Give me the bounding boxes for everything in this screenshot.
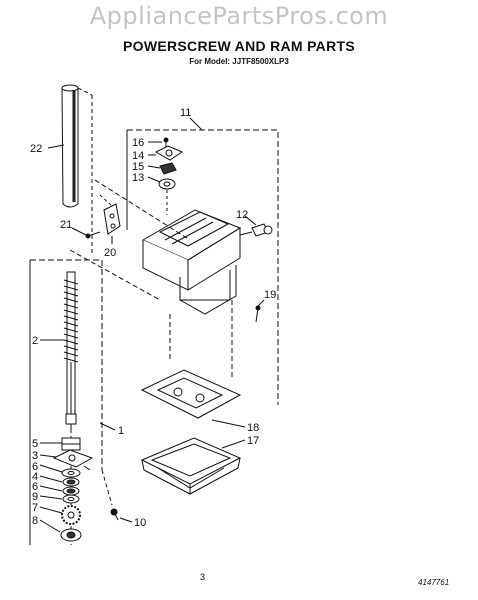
part-9-washer [62, 494, 80, 504]
callout-10: 10 [134, 517, 146, 529]
callout-6a: 6 [32, 461, 38, 473]
callout-2: 2 [32, 335, 38, 347]
page-title: POWERSCREW AND RAM PARTS [123, 38, 355, 54]
part-15-nut [159, 162, 177, 175]
callout-13: 13 [132, 172, 144, 184]
callout-18: 18 [247, 422, 259, 434]
callout-6b: 6 [32, 481, 38, 493]
part-8-nut [60, 528, 82, 542]
part-22-tube [61, 84, 79, 208]
callout-21: 21 [60, 219, 72, 231]
model-line: For Model: JJTF8500XLP3 [189, 57, 289, 66]
callout-16: 16 [132, 137, 144, 149]
part-17-tray [140, 437, 242, 495]
part-13-washer [158, 178, 176, 190]
ram-carriage [141, 209, 253, 315]
part-21-screw [85, 231, 101, 239]
callout-3: 3 [32, 450, 38, 462]
callout-22: 22 [30, 143, 42, 155]
part-20-bracket [103, 203, 121, 235]
callout-20: 20 [104, 247, 116, 259]
page-number: 3 [200, 572, 206, 582]
callout-14: 14 [132, 150, 144, 162]
assembly-11-frame [126, 117, 279, 405]
reference-code: 4147761 [418, 578, 450, 587]
callout-7: 7 [32, 502, 38, 514]
callout-8: 8 [32, 515, 38, 527]
part-6-bearing-lower [62, 486, 80, 496]
callout-17: 17 [247, 435, 259, 447]
callout-19: 19 [264, 289, 276, 301]
part-14-bracket [154, 145, 184, 161]
callout-5: 5 [32, 438, 38, 450]
assembly-1-frame [29, 259, 113, 545]
part-4-washer [61, 468, 81, 478]
watermark: AppliancePartsPros.com [89, 2, 389, 30]
callout-12: 12 [236, 209, 248, 221]
callout-15: 15 [132, 161, 144, 173]
callout-9: 9 [32, 491, 38, 503]
part-10-screw [110, 508, 119, 521]
part-12-plug [251, 223, 273, 237]
part-6-bearing-upper [62, 477, 80, 487]
callout-11: 11 [180, 107, 191, 119]
callout-4: 4 [32, 471, 38, 483]
part-7-sprocket [61, 505, 81, 525]
part-5-bearing [61, 437, 81, 451]
part-18-plate [140, 369, 242, 419]
part-3-plate [52, 449, 94, 468]
part-19-screw [255, 305, 261, 323]
part-2-powerscrew [63, 271, 79, 545]
callout-1: 1 [118, 425, 124, 437]
